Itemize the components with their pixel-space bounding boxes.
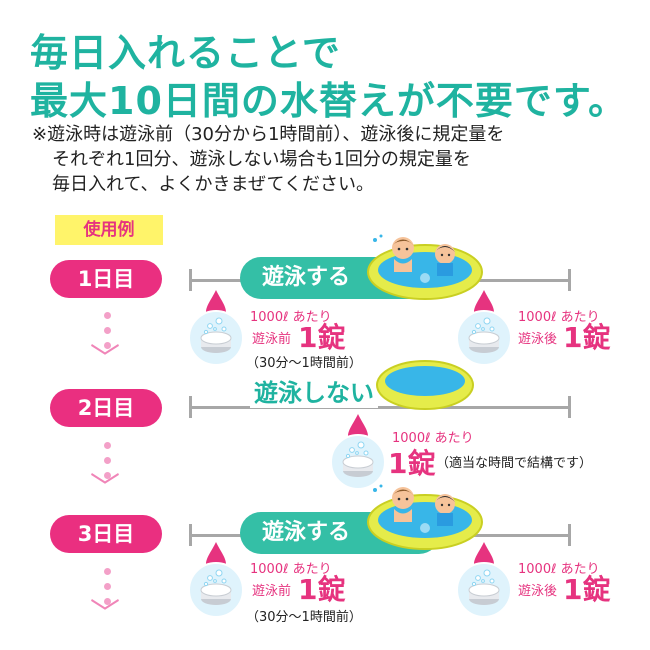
tablet-icon [330, 412, 386, 490]
tablet-icon [188, 288, 244, 366]
example-label: 使用例 [55, 215, 163, 245]
headline-line2: 最大10日間の水替えが不要です。 [30, 79, 628, 123]
day1-before-timing: （30分～1時間前） [246, 356, 362, 371]
day3-after-when: 遊泳後 [518, 584, 558, 599]
day3-tick-end [568, 524, 571, 546]
chevron-down-icon: ﹀ [90, 597, 120, 632]
chevron-down-icon: ﹀ [90, 342, 120, 377]
day2-dots [104, 442, 111, 487]
day1-before-qty: 1錠 [298, 321, 346, 354]
day2-timeline [190, 406, 570, 409]
tablet-icon [456, 540, 512, 618]
day2-badge: 2日目 [50, 389, 162, 427]
note-line1: ※遊泳時は遊泳前（30分から1時間前）、遊泳後に規定量を [32, 124, 505, 145]
day2-dose-per: 1000ℓ あたり [392, 431, 474, 446]
headline-line1: 毎日入れることで [30, 31, 341, 75]
day1-before-when: 遊泳前 [252, 332, 292, 347]
day2-dose-timing: （適当な時間で結構です） [436, 456, 593, 471]
day1-after-when: 遊泳後 [518, 332, 558, 347]
chevron-down-icon: ﹀ [90, 471, 120, 506]
day2-activity: 遊泳しない [250, 373, 378, 408]
day3-before-timing: （30分～1時間前） [246, 610, 362, 625]
day3-badge: 3日目 [50, 515, 162, 553]
day3-before-when: 遊泳前 [252, 584, 292, 599]
note-line3: 毎日入れて、よくかきまぜてください。 [52, 174, 375, 195]
tablet-icon [188, 540, 244, 618]
note-line2: それぞれ1回分、遊泳しない場合も1回分の規定量を [52, 149, 471, 170]
day3-dots [104, 568, 111, 613]
day2-tick-end [568, 396, 571, 418]
day1-tick-end [568, 269, 571, 291]
empty-pool-illustration [375, 355, 475, 411]
day3-before-qty: 1錠 [298, 573, 346, 606]
day2-dose-qty: 1錠 [388, 447, 436, 480]
day1-before-per: 1000ℓ あたり [250, 310, 332, 325]
day1-after-per: 1000ℓ あたり [518, 310, 600, 325]
day3-before-per: 1000ℓ あたり [250, 562, 332, 577]
day3-after-per: 1000ℓ あたり [518, 562, 600, 577]
day1-after-qty: 1錠 [563, 321, 611, 354]
day1-tick-start [189, 269, 192, 291]
day2-tick-start [189, 396, 192, 418]
day1-badge: 1日目 [50, 260, 162, 298]
day3-tick-start [189, 524, 192, 546]
day3-after-qty: 1錠 [563, 573, 611, 606]
day1-dots [104, 312, 111, 357]
